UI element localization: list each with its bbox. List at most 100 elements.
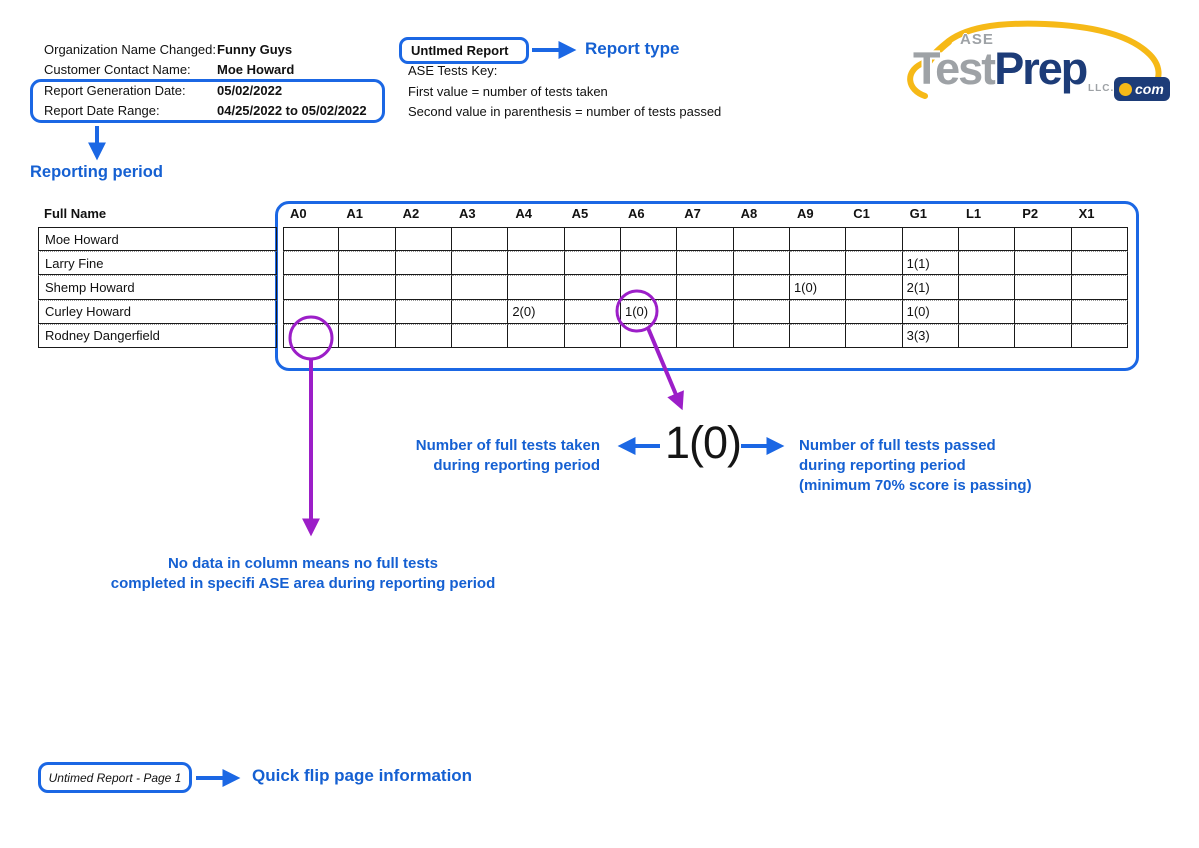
data-cells: 1(0)2(1) xyxy=(283,275,1128,300)
full-name-cell: Moe Howard xyxy=(38,227,277,252)
cell-x1 xyxy=(1071,227,1128,252)
cell-l1 xyxy=(958,227,1016,252)
cell-x1 xyxy=(1071,251,1128,276)
generation-date-label: Report Generation Date: xyxy=(44,82,186,98)
cell-a8 xyxy=(733,227,790,252)
cell-a5 xyxy=(564,275,621,300)
date-range-row: Report Date Range: 04/25/2022 to 05/02/2… xyxy=(44,101,367,122)
cell-a1 xyxy=(339,323,396,348)
generation-date-value: 05/02/2022 xyxy=(217,82,283,98)
column-header-g1: G1 xyxy=(909,206,927,221)
reporting-period-annotation: Reporting period xyxy=(30,163,163,181)
ase-tests-key-title: ASE Tests Key: xyxy=(408,63,498,78)
cell-l1 xyxy=(958,275,1016,300)
cell-a6 xyxy=(620,227,678,252)
cell-a4: 2(0) xyxy=(508,299,565,324)
cell-a5 xyxy=(564,323,621,348)
cell-a6 xyxy=(620,275,678,300)
column-header-a1: A1 xyxy=(346,206,363,221)
data-cells: 2(0)1(0)1(0) xyxy=(283,299,1128,324)
cell-c1 xyxy=(846,299,903,324)
full-name-cell: Rodney Dangerfield xyxy=(38,323,277,348)
report-info-block: Organization Name Changed: Funny Guys Cu… xyxy=(44,39,367,121)
cell-a4 xyxy=(508,323,565,348)
cell-a3 xyxy=(451,251,509,276)
tests-passed-line3: (minimum 70% score is passing) xyxy=(799,477,1032,494)
cell-g1: 2(1) xyxy=(902,275,959,300)
column-header-a5: A5 xyxy=(571,206,589,221)
cell-c1 xyxy=(846,323,903,348)
column-header-a7: A7 xyxy=(684,206,701,221)
cell-a2 xyxy=(395,299,452,324)
cell-a8 xyxy=(733,251,790,276)
column-header-x1: X1 xyxy=(1078,206,1095,221)
cell-a9 xyxy=(789,299,847,324)
column-header-a3: A3 xyxy=(458,206,476,221)
cell-c1 xyxy=(846,251,903,276)
cell-a2 xyxy=(395,227,452,252)
ase-tests-key-line2: Second value in parenthesis = number of … xyxy=(408,104,722,119)
column-header-l1: L1 xyxy=(965,206,982,221)
reporting-period-highlight-box xyxy=(30,79,385,123)
cell-a1 xyxy=(339,299,396,324)
cell-a0 xyxy=(283,299,340,324)
cell-x1 xyxy=(1071,299,1128,324)
cell-l1 xyxy=(958,251,1016,276)
full-name-cell: Curley Howard xyxy=(38,299,277,324)
tests-passed-annotation: Number of full tests passed during repor… xyxy=(799,436,1059,496)
no-data-line1: No data in column means no full tests xyxy=(167,555,439,572)
full-name-column-header: Full Name xyxy=(44,206,107,221)
full-name-cell: Larry Fine xyxy=(38,251,277,276)
cell-c1 xyxy=(846,227,903,252)
column-header-p2: P2 xyxy=(1022,206,1039,221)
logo-llc-text: LLC. xyxy=(1088,83,1115,94)
cell-a4 xyxy=(508,227,565,252)
report-type-annotation: Report type xyxy=(585,39,680,58)
logo-prep-text: Prep xyxy=(994,43,1088,94)
cell-g1 xyxy=(902,227,959,252)
cell-a2 xyxy=(395,275,452,300)
logo-com-text: com xyxy=(1135,81,1164,97)
cell-a0 xyxy=(283,323,340,348)
ase-tests-key-line1: First value = number of tests taken xyxy=(408,83,608,99)
logo-com-badge: com xyxy=(1114,77,1170,101)
cell-a7 xyxy=(677,299,734,324)
tests-passed-line2: during reporting period xyxy=(799,457,966,474)
column-header-a4: A4 xyxy=(515,206,532,221)
cell-a5 xyxy=(564,299,621,324)
cell-a3 xyxy=(451,275,509,300)
generation-date-row: Report Generation Date: 05/02/2022 xyxy=(44,80,367,101)
cell-a1 xyxy=(339,227,396,252)
cell-a7 xyxy=(677,323,734,348)
cell-a3 xyxy=(451,299,509,324)
example-value: 1(0) xyxy=(664,417,742,468)
ase-testprep-logo: ASE TestPrep LLC. com xyxy=(905,18,1177,114)
cell-l1 xyxy=(958,299,1016,324)
cell-a8 xyxy=(733,299,790,324)
cell-a2 xyxy=(395,323,452,348)
logo-test-text: Test xyxy=(913,43,996,94)
org-name-value: Funny Guys xyxy=(217,41,293,57)
column-header-a8: A8 xyxy=(740,206,758,221)
tests-passed-line1: Number of full tests passed xyxy=(799,437,996,454)
cell-a8 xyxy=(733,323,790,348)
no-data-line2: completed in specifi ASE area during rep… xyxy=(110,575,496,592)
cell-a6 xyxy=(620,323,678,348)
cell-a2 xyxy=(395,251,452,276)
cell-a0 xyxy=(283,251,340,276)
cell-a9 xyxy=(789,227,847,252)
customer-contact-value: Moe Howard xyxy=(217,62,295,78)
cell-a1 xyxy=(339,251,396,276)
cell-a0 xyxy=(283,275,340,300)
tests-taken-line1: Number of full tests taken xyxy=(415,437,600,454)
tests-taken-annotation: Number of full tests taken during report… xyxy=(368,436,600,476)
tests-taken-line2: during reporting period xyxy=(433,457,600,474)
org-name-label: Organization Name Changed: xyxy=(44,41,216,57)
table-row: Moe Howard xyxy=(38,227,1128,252)
cell-p2 xyxy=(1015,227,1072,252)
